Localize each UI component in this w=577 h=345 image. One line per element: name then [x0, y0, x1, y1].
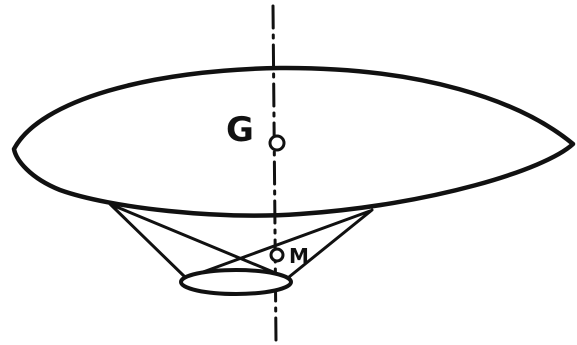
- suspension-line-left-cross: [110, 203, 292, 281]
- center-of-gravity-label: G: [226, 110, 254, 150]
- point-m-label: M: [289, 244, 309, 268]
- suspension-line-left-outer: [108, 202, 188, 280]
- airship-envelope: [11, 65, 576, 218]
- gondola: [179, 268, 293, 296]
- suspension-line-right-cross: [182, 209, 372, 281]
- point-m: [269, 247, 285, 263]
- center-of-gravity-point: [268, 134, 286, 152]
- suspension-line-right-outer: [287, 208, 374, 279]
